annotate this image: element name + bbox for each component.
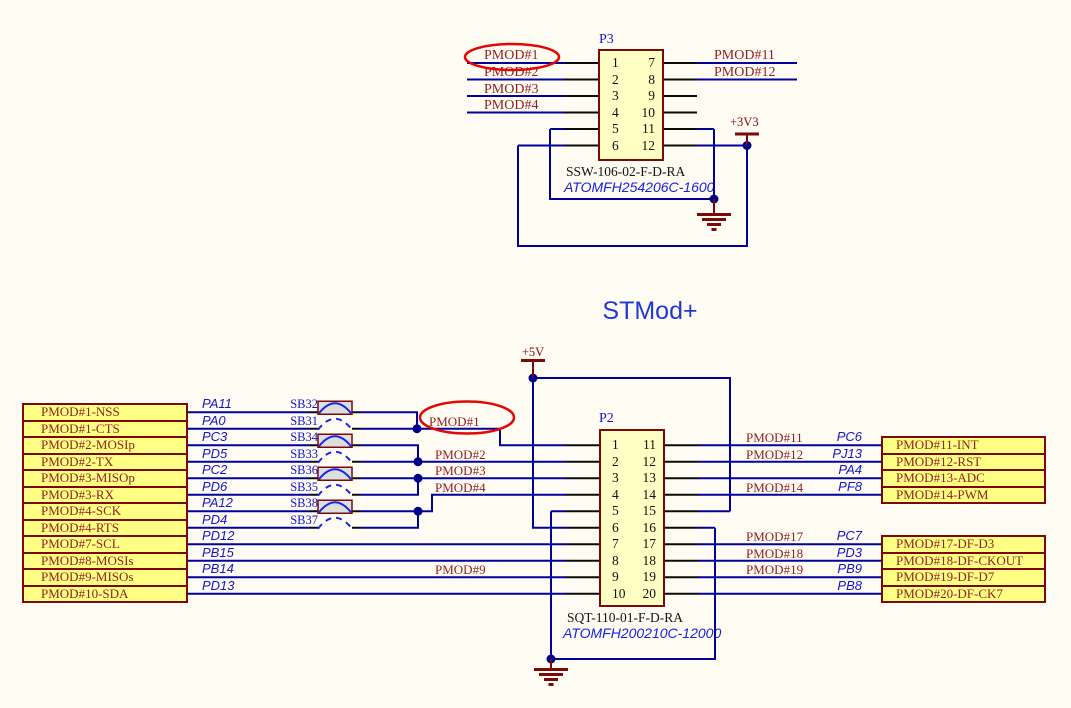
p2-pin-19: 19: [642, 569, 657, 584]
p2-net-pmod17[interactable]: PMOD#17: [746, 529, 804, 544]
power-5v-label[interactable]: +5V: [521, 345, 545, 359]
sb32-label[interactable]: SB32: [290, 397, 318, 411]
sb35-label[interactable]: SB35: [290, 480, 318, 494]
net-label-pd5[interactable]: PD5: [202, 446, 228, 461]
sb31-label[interactable]: SB31: [290, 414, 318, 428]
net-label-pa0[interactable]: PA0: [202, 413, 226, 428]
p3-pin-9: 9: [648, 88, 655, 103]
net-label-pb14[interactable]: PB14: [202, 561, 234, 576]
p2-part-number[interactable]: SQT-110-01-F-D-RA: [567, 610, 684, 625]
sb37-label[interactable]: SB37: [290, 513, 318, 527]
net-label-pf8[interactable]: PF8: [838, 479, 862, 494]
net-label-pa12[interactable]: PA12: [202, 495, 233, 510]
p2-pin-11: 11: [643, 437, 656, 452]
p2-pin-15: 15: [642, 503, 657, 518]
p2-pin-18: 18: [642, 553, 657, 568]
sb34-label[interactable]: SB34: [290, 430, 318, 444]
net-label-pb8[interactable]: PB8: [837, 578, 862, 593]
net-label-pd4[interactable]: PD4: [202, 512, 228, 527]
port-pmod13-adc[interactable]: PMOD#13-ADC: [881, 469, 1046, 488]
p2-net-pmod2[interactable]: PMOD#2: [435, 447, 486, 462]
net-label-pa4[interactable]: PA4: [838, 462, 862, 477]
p3-net-pmod1[interactable]: PMOD#1: [484, 48, 539, 63]
power-3v3-label[interactable]: +3V3: [730, 115, 759, 129]
p2-net-pmod14[interactable]: PMOD#14: [746, 480, 804, 495]
port-pmod7-scl[interactable]: PMOD#7-SCL: [22, 535, 188, 554]
sb33-label[interactable]: SB33: [290, 447, 318, 461]
port-pmod3-misop[interactable]: PMOD#3-MISOp: [22, 469, 188, 488]
p3-part-code[interactable]: ATOMFH254206C-1600: [564, 179, 715, 195]
p3-net-pmod4[interactable]: PMOD#4: [484, 98, 539, 113]
p2-net-pmod18[interactable]: PMOD#18: [746, 546, 804, 561]
p2-pin-20: 20: [642, 586, 657, 601]
net-label-pd13[interactable]: PD13: [202, 578, 235, 593]
p2-pin-17: 17: [642, 536, 657, 551]
p3-pin-11: 11: [642, 121, 655, 136]
page-title[interactable]: STMod+: [602, 297, 698, 325]
p3-net-pmod2[interactable]: PMOD#2: [484, 65, 539, 80]
net-label-pb15[interactable]: PB15: [202, 545, 234, 560]
net-label-pj13[interactable]: PJ13: [832, 446, 862, 461]
p2-net-pmod1[interactable]: PMOD#1: [429, 414, 480, 429]
net-label-pd12[interactable]: PD12: [202, 528, 235, 543]
port-pmod9-misos[interactable]: PMOD#9-MISOs: [22, 568, 188, 587]
net-label-pb9[interactable]: PB9: [837, 561, 862, 576]
p2-pin-14: 14: [642, 487, 657, 502]
p3-net-pmod3[interactable]: PMOD#3: [484, 81, 539, 97]
p3-net-pmod11[interactable]: PMOD#11: [714, 48, 775, 63]
p3-pin-12: 12: [641, 137, 656, 153]
p2-net-pmod4[interactable]: PMOD#4: [435, 480, 486, 495]
p2-net-pmod12[interactable]: PMOD#12: [746, 447, 804, 462]
port-pmod10-sda[interactable]: PMOD#10-SDA: [22, 584, 188, 603]
net-label-pc3[interactable]: PC3: [202, 429, 228, 444]
p2-net-pmod11[interactable]: PMOD#11: [746, 430, 803, 445]
net-label-pc7[interactable]: PC7: [836, 528, 862, 543]
p2-net-pmod19[interactable]: PMOD#19: [746, 562, 804, 577]
port-pmod8-mosis[interactable]: PMOD#8-MOSIs: [22, 551, 188, 570]
p3-pin-7: 7: [648, 55, 655, 70]
net-label-pa11[interactable]: PA11: [202, 396, 232, 411]
sb38-label[interactable]: SB38: [290, 496, 318, 510]
p2-net-pmod3[interactable]: PMOD#3: [435, 463, 486, 478]
net-label-pc6[interactable]: PC6: [836, 429, 862, 444]
port-pmod2-tx[interactable]: PMOD#2-TX: [22, 452, 188, 471]
port-pmod14-pwm[interactable]: PMOD#14-PWM: [881, 485, 1046, 504]
p3-net-pmod12[interactable]: PMOD#12: [714, 65, 776, 80]
port-pmod20-df-ck7[interactable]: PMOD#20-DF-CK7: [881, 584, 1046, 603]
p2-pin-16: 16: [642, 520, 657, 535]
p2-pin-13: 13: [642, 470, 657, 485]
p2-net-pmod9[interactable]: PMOD#9: [435, 562, 486, 577]
p2-designator[interactable]: P2: [599, 411, 614, 426]
p3-pin-10: 10: [641, 104, 656, 120]
net-label-pd6[interactable]: PD6: [202, 479, 228, 494]
p3-part-number[interactable]: SSW-106-02-F-D-RA: [566, 164, 686, 179]
p3-pin-8: 8: [648, 71, 655, 87]
net-label-pd3[interactable]: PD3: [836, 545, 862, 560]
p2-part-code[interactable]: ATOMFH200210C-12000: [563, 625, 722, 641]
net-label-pc2[interactable]: PC2: [202, 462, 228, 477]
port-pmod11-int[interactable]: PMOD#11-INT: [881, 436, 1046, 455]
p2-pin-12: 12: [642, 454, 657, 469]
sb36-label[interactable]: SB36: [290, 463, 318, 477]
p3-designator[interactable]: P3: [599, 32, 614, 47]
